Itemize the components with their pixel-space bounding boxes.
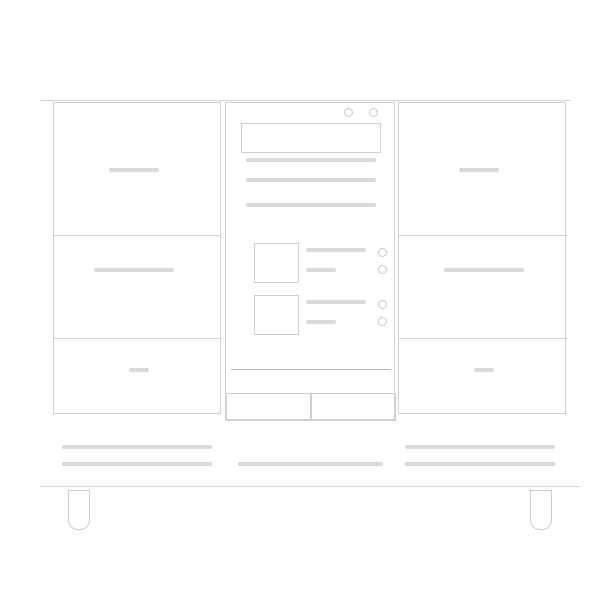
item-thumbnail xyxy=(254,295,299,335)
primary-button[interactable] xyxy=(311,393,396,421)
center-footer-text xyxy=(238,462,383,466)
right-divider-2 xyxy=(399,338,567,339)
item-thumbnail xyxy=(254,243,299,283)
remove-icon[interactable] xyxy=(378,248,387,257)
right-panel-title xyxy=(459,168,499,172)
right-footer-text-2 xyxy=(405,462,555,466)
bottom-divider xyxy=(40,486,580,487)
remove-icon[interactable] xyxy=(378,300,387,309)
item-title xyxy=(306,300,366,304)
edit-icon[interactable] xyxy=(378,265,387,274)
secondary-button[interactable] xyxy=(226,393,311,421)
search-icon[interactable] xyxy=(344,108,353,117)
header-card xyxy=(241,123,381,153)
left-footer-text xyxy=(62,445,212,449)
left-footer-text-2 xyxy=(62,462,212,466)
left-panel xyxy=(53,102,222,414)
left-panel-subtitle xyxy=(94,268,174,272)
right-foot-icon xyxy=(530,490,552,530)
item-price xyxy=(306,268,336,272)
header-line-2 xyxy=(246,178,376,182)
summary-divider xyxy=(231,369,391,370)
top-divider xyxy=(40,100,570,101)
menu-icon[interactable] xyxy=(369,108,378,117)
center-panel xyxy=(225,102,396,421)
left-panel-label xyxy=(129,368,149,372)
header-line-1 xyxy=(246,158,376,162)
edit-icon[interactable] xyxy=(378,317,387,326)
right-panel xyxy=(398,102,567,414)
right-panel-subtitle xyxy=(444,268,524,272)
left-panel-title xyxy=(109,168,159,172)
header-line-3 xyxy=(246,203,376,207)
left-foot-icon xyxy=(68,490,90,530)
left-divider-2 xyxy=(54,338,222,339)
item-price xyxy=(306,320,336,324)
right-panel-label xyxy=(474,368,494,372)
left-divider xyxy=(54,235,222,236)
right-footer-text xyxy=(405,445,555,449)
right-divider xyxy=(399,235,567,236)
item-title xyxy=(306,248,366,252)
